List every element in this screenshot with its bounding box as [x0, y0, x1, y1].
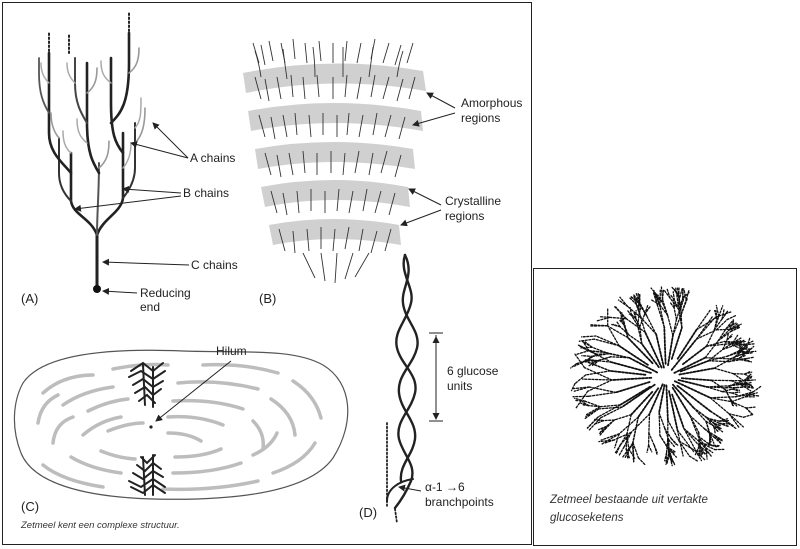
panel-b-label: (B) [259, 291, 276, 306]
helix-span-bracket [429, 332, 443, 422]
starch-structure-diagram: A chains B chains C chains Reducing end … [13, 12, 522, 524]
right-figure-caption: Zetmeel bestaande uit vertakte glucoseke… [550, 494, 708, 524]
c-chains-label: C chains [191, 258, 238, 272]
panel-a-label: (A) [21, 291, 38, 306]
panel-c-label: (C) [21, 499, 39, 514]
glucose-units-label-line2: units [447, 379, 472, 393]
crystalline-regions-label: Crystalline [445, 194, 501, 208]
double-helix-diagram [386, 253, 419, 524]
reducing-end-dot [93, 285, 101, 293]
hilum-label: Hilum [216, 344, 247, 358]
crystalline-regions-label-line2: regions [445, 209, 484, 223]
branchpoints-label: α-1 →6 [425, 480, 465, 494]
hilum-point [149, 425, 153, 429]
panel-b-callout-lines [400, 92, 456, 227]
branched-glucose-diagram [570, 285, 763, 467]
panel-d-label: (D) [359, 505, 377, 520]
hilum-callout-line [155, 360, 232, 422]
branched-glucose-figure: Zetmeel bestaande uit vertakte glucoseke… [533, 268, 797, 546]
glucose-units-label: 6 glucose [447, 364, 499, 378]
a-chains-label: A chains [190, 151, 235, 165]
cluster-model-diagram [243, 38, 426, 284]
left-figure-caption: Zetmeel kent een complexe structuur. [21, 520, 180, 531]
starch-granule-diagram [13, 349, 349, 500]
starch-structure-figure: A chains B chains C chains Reducing end … [2, 2, 532, 545]
b-chains-label: B chains [183, 186, 229, 200]
branchpoints-label-line2: branchpoints [425, 495, 494, 509]
amorphous-regions-label: Amorphous [461, 96, 522, 110]
amylopectin-branching-diagram [38, 12, 146, 293]
reducing-end-label-line2: end [140, 300, 160, 314]
amorphous-regions-label-line2: regions [461, 111, 500, 125]
reducing-end-label: Reducing [140, 286, 191, 300]
branchpoint-callout-line [398, 484, 422, 492]
panel-a-callout-lines [74, 122, 190, 295]
